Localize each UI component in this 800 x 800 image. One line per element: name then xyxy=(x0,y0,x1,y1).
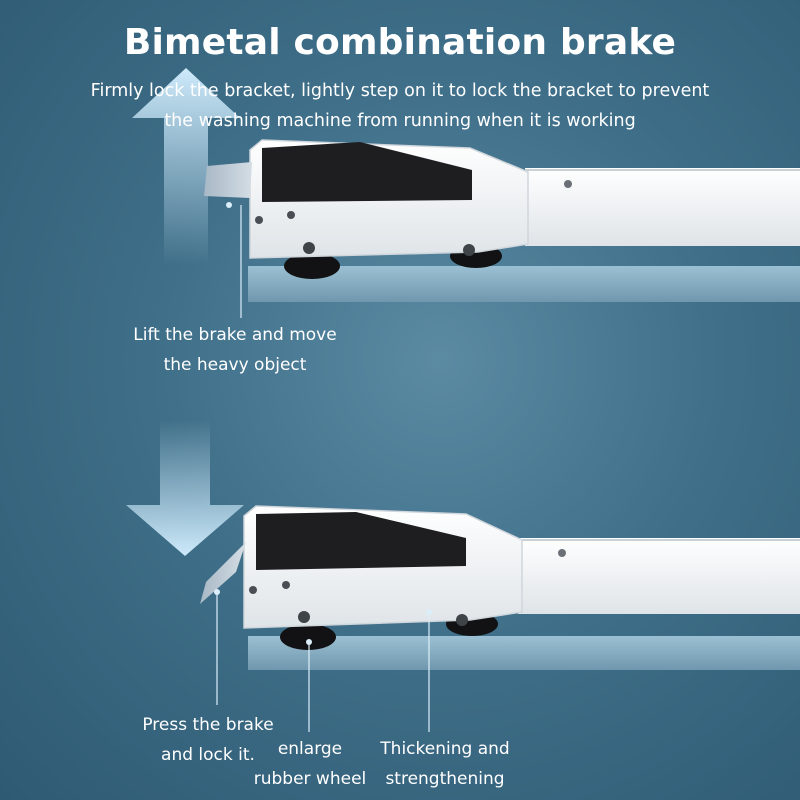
bracket-lifted xyxy=(204,139,800,318)
wheel xyxy=(280,624,336,650)
rubber-wheel-caption: enlarge rubber wheel xyxy=(253,739,367,789)
headline: Bimetal combination brake xyxy=(123,22,677,63)
wheel xyxy=(284,253,340,279)
lift-brake-caption: Lift the brake and move the heavy object xyxy=(133,325,337,375)
brake-pedal xyxy=(200,542,246,604)
bracket-tube xyxy=(525,168,800,246)
arrow-down-icon xyxy=(126,420,244,556)
rubber-pad xyxy=(256,512,466,570)
thickening-caption: Thickening and strengthening xyxy=(380,739,510,789)
bracket-pressed xyxy=(200,505,800,732)
brake-pedal xyxy=(204,162,252,198)
arrow-up-icon xyxy=(132,68,240,265)
floor-shelf xyxy=(248,636,800,670)
rubber-pad xyxy=(262,142,472,202)
description: Firmly lock the bracket, lightly step on… xyxy=(90,81,710,131)
press-brake-caption: Press the brake and lock it. xyxy=(142,715,274,765)
floor-shelf xyxy=(248,266,800,302)
